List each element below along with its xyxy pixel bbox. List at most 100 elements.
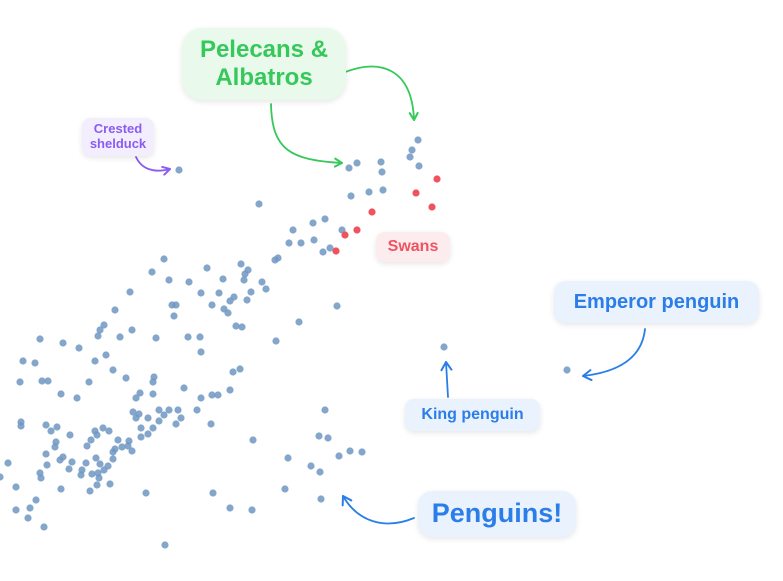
scatter-point <box>324 434 332 442</box>
scatter-point <box>347 192 355 200</box>
scatter-point <box>408 146 416 154</box>
scatter-point <box>207 420 215 428</box>
scatter-point <box>126 288 134 296</box>
scatter-point <box>295 318 303 326</box>
scatter-point <box>109 366 117 374</box>
scatter-point <box>310 236 318 244</box>
scatter-point <box>307 462 315 470</box>
scatter-point <box>43 461 51 469</box>
scatter-point <box>42 421 50 429</box>
scatter-point <box>224 309 232 317</box>
scatter-point <box>12 506 20 514</box>
scatter-point <box>346 447 354 455</box>
scatter-point <box>149 378 157 386</box>
emperor-label: Emperor penguin <box>573 290 740 313</box>
pelicans-annotation: Pelecans & Albatros <box>182 28 346 100</box>
scatter-point <box>136 389 144 397</box>
scatter-point <box>65 465 73 473</box>
scatter-point <box>51 443 59 451</box>
scatter-point <box>75 344 83 352</box>
pelicans-label-line2: Albatros <box>215 64 313 91</box>
scatter-point <box>109 455 117 463</box>
scatter-point <box>229 368 237 376</box>
scatter-point <box>16 378 24 386</box>
scatter-point <box>240 276 248 284</box>
scatter-point <box>378 168 386 176</box>
scatter-point <box>155 417 163 425</box>
scatter-point <box>59 339 67 347</box>
swan-point <box>433 175 441 183</box>
scatter-point <box>106 480 114 488</box>
swans-label: Swans <box>387 237 439 255</box>
scatter-point <box>358 448 366 456</box>
scatter-point <box>406 153 414 161</box>
crested-shelduck-annotation: Crested shelduck <box>82 118 154 156</box>
scatter-point <box>105 427 113 435</box>
scatter-point <box>77 471 85 479</box>
scatter-point <box>172 420 180 428</box>
scatter-point <box>238 323 246 331</box>
scatter-point <box>86 487 94 495</box>
scatter-point <box>281 485 289 493</box>
scatter-point <box>165 276 173 284</box>
scatter-point <box>219 275 227 283</box>
scatter-point <box>111 306 119 314</box>
scatter-point <box>68 458 76 466</box>
scatter-point <box>379 186 387 194</box>
scatter-point <box>209 489 217 497</box>
scatter-point <box>12 483 20 491</box>
scatter-point <box>241 270 249 278</box>
scatter-point <box>0 473 4 481</box>
scatter-point <box>236 365 244 373</box>
scatter-point <box>32 496 40 504</box>
scatter-point <box>226 504 234 512</box>
scatter-point <box>247 288 255 296</box>
scatter-point <box>321 406 329 414</box>
scatter-point <box>96 460 104 468</box>
scatter-point <box>184 333 192 341</box>
scatter-point <box>132 414 140 422</box>
scatter-point <box>152 334 160 342</box>
scatter-point <box>271 256 279 264</box>
crested-label-line1: Crested <box>93 121 143 137</box>
scatter-point <box>214 391 222 399</box>
scatter-point <box>114 436 122 444</box>
scatter-point <box>414 136 422 144</box>
king-penguin-annotation: King penguin <box>405 399 540 431</box>
pelicans-arrow-right <box>342 65 419 121</box>
scatter-point <box>66 431 74 439</box>
penguins-arrow <box>341 495 415 525</box>
scatter-point <box>44 377 52 385</box>
scatter-point <box>17 422 25 430</box>
scatter-point <box>40 523 48 531</box>
scatter-point <box>215 289 223 297</box>
scatter-point <box>47 427 55 435</box>
scatter-point <box>237 260 245 268</box>
scatter-point <box>315 432 323 440</box>
scatter-point <box>82 459 90 467</box>
scatter-point <box>155 406 163 414</box>
scatter-point <box>289 226 297 234</box>
scatter-point <box>73 394 81 402</box>
swan-point <box>332 247 340 255</box>
scatter-point <box>102 351 110 359</box>
scatter-point <box>37 474 45 482</box>
scatter-point <box>96 326 104 334</box>
scatter-point <box>148 268 156 276</box>
scatter-point <box>99 424 107 432</box>
scatter-point <box>365 188 373 196</box>
scatter-point <box>88 470 96 478</box>
swan-point <box>368 208 376 216</box>
scatter-point <box>129 408 137 416</box>
scatter-point <box>175 166 183 174</box>
scatter-point <box>137 433 145 441</box>
scatter-point <box>57 485 65 493</box>
scatter-point <box>118 443 126 451</box>
scatter-point <box>137 424 145 432</box>
scatter-point <box>100 321 108 329</box>
crested-label-line2: shelduck <box>89 136 147 151</box>
scatter-point <box>208 301 216 309</box>
scatter-point <box>285 239 293 247</box>
scatter-point <box>226 297 234 305</box>
